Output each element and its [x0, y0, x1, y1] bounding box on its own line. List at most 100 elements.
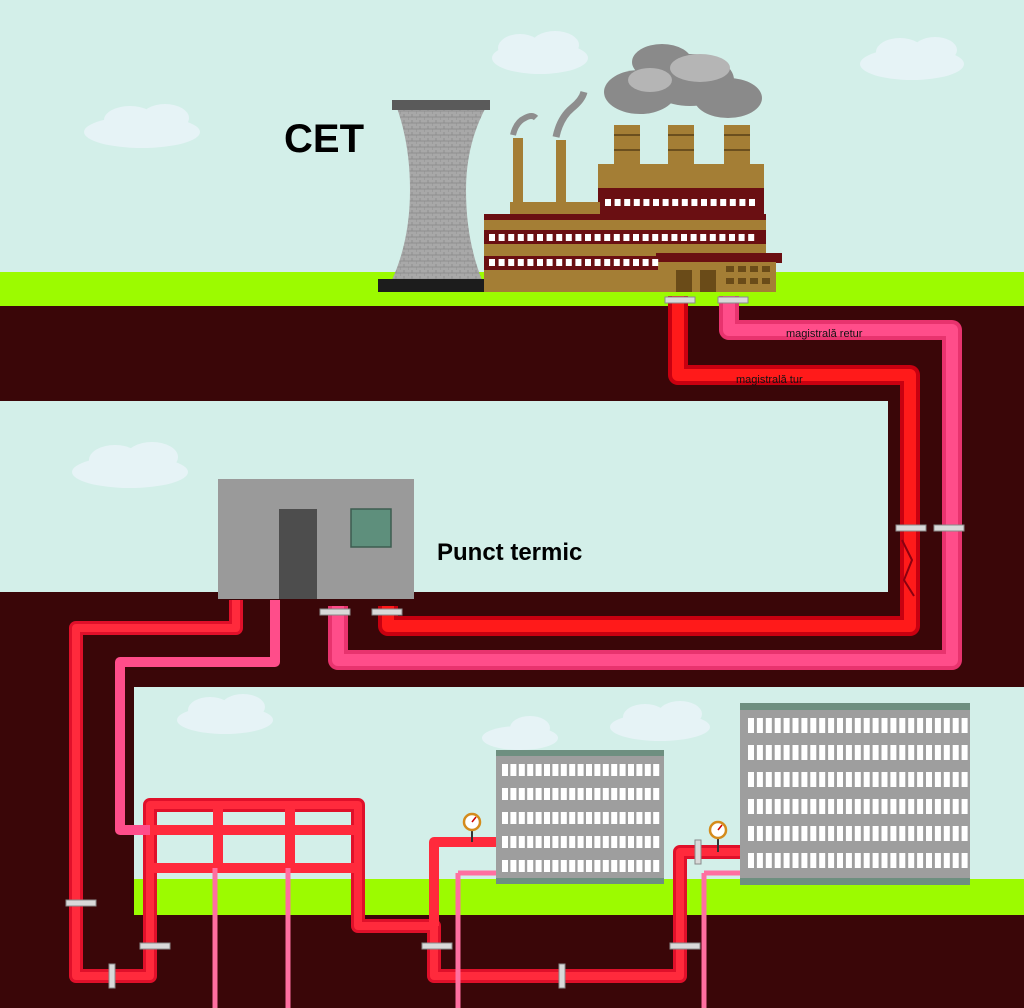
pipe-flange-icon [65, 899, 97, 907]
window [502, 860, 508, 872]
window [908, 853, 915, 868]
pipe-flange-icon [371, 608, 403, 616]
window [863, 772, 870, 787]
window [671, 234, 678, 241]
window [934, 853, 941, 868]
window [926, 772, 932, 787]
radiator-grid [150, 805, 358, 873]
window [934, 718, 941, 733]
window [783, 853, 790, 868]
window [517, 234, 524, 241]
window [774, 772, 781, 787]
window [961, 772, 968, 787]
window [619, 788, 626, 800]
window [518, 860, 525, 872]
window [602, 788, 609, 800]
window [586, 836, 592, 848]
pipe-flange-icon [108, 963, 116, 989]
window [662, 199, 669, 206]
window [577, 788, 584, 800]
window [672, 199, 679, 206]
window [828, 799, 835, 814]
window [845, 799, 852, 814]
window [801, 745, 808, 760]
window [881, 718, 888, 733]
apartment-building-icon [496, 750, 664, 884]
window [527, 259, 534, 266]
window [899, 745, 906, 760]
window [961, 826, 968, 841]
window [801, 718, 808, 733]
cloud-icon [84, 104, 200, 148]
window [544, 788, 550, 800]
window [792, 718, 799, 733]
window [765, 853, 772, 868]
window [720, 199, 727, 206]
pressure-gauge-icon [708, 820, 728, 852]
window [527, 836, 534, 848]
window [881, 826, 888, 841]
window [917, 799, 924, 814]
window [765, 718, 772, 733]
window [556, 234, 563, 241]
window [701, 199, 707, 206]
return-main-label: magistrală retur [786, 328, 863, 340]
window [611, 836, 618, 848]
window [594, 788, 601, 800]
window [819, 745, 826, 760]
window [544, 812, 550, 824]
window [510, 836, 517, 848]
window [756, 718, 763, 733]
window [837, 745, 843, 760]
window [586, 788, 592, 800]
apartment-building-icon [740, 703, 970, 885]
window [917, 853, 924, 868]
window [748, 826, 754, 841]
window [890, 826, 897, 841]
window [729, 199, 736, 206]
window [934, 799, 941, 814]
window [628, 764, 634, 776]
window [756, 853, 763, 868]
window [756, 826, 763, 841]
window [828, 826, 835, 841]
window [642, 259, 649, 266]
window [881, 853, 888, 868]
window [633, 259, 639, 266]
cooling-tower-icon [378, 100, 490, 292]
window [527, 860, 534, 872]
window [917, 826, 924, 841]
window [765, 772, 772, 787]
window [611, 860, 618, 872]
window [633, 199, 640, 206]
window [594, 812, 601, 824]
window [577, 764, 584, 776]
window [628, 860, 634, 872]
window [594, 860, 601, 872]
pipe-flange-icon [895, 524, 927, 532]
window [890, 853, 897, 868]
window [565, 259, 572, 266]
window [489, 259, 495, 266]
window [899, 799, 906, 814]
window [661, 234, 668, 241]
window [899, 718, 906, 733]
substation-label: Punct termic [437, 539, 582, 566]
cloud-icon [72, 442, 188, 488]
window [783, 826, 790, 841]
pipe-flange-icon [717, 296, 749, 304]
window [749, 199, 755, 206]
window [527, 812, 534, 824]
window [801, 826, 808, 841]
window [575, 234, 582, 241]
window [502, 764, 508, 776]
window [845, 745, 852, 760]
window [681, 234, 687, 241]
window [586, 860, 592, 872]
window [527, 764, 534, 776]
window [810, 718, 817, 733]
window [586, 812, 592, 824]
window [605, 199, 611, 206]
